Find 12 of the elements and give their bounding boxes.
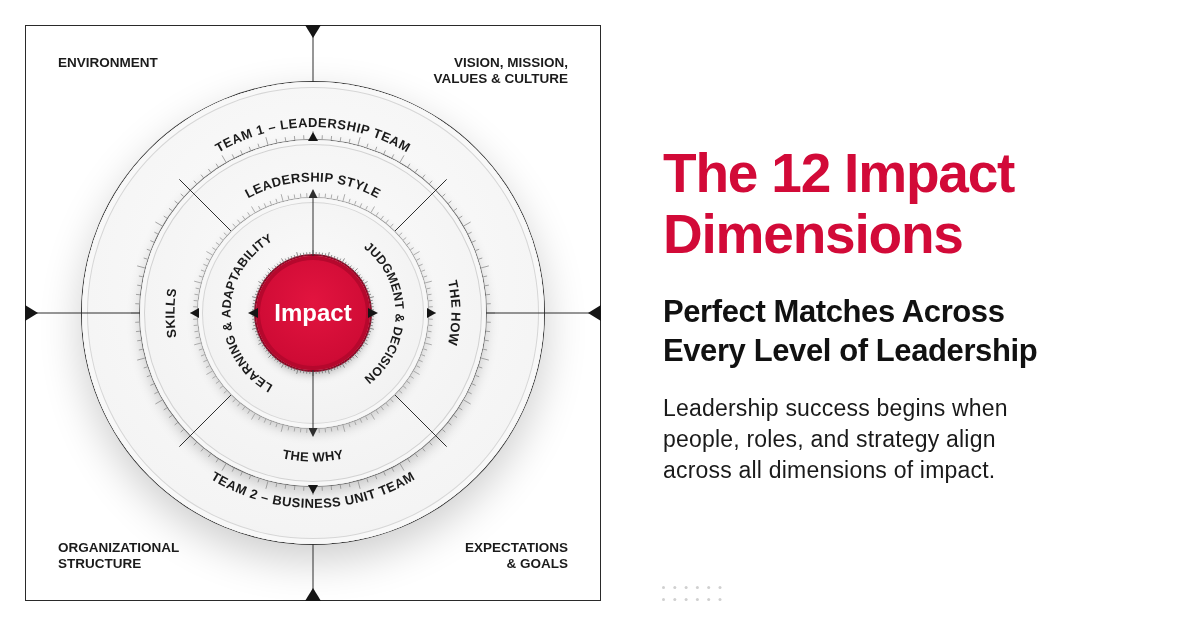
quadrant-label: VISION, MISSION, VALUES & CULTURE <box>432 55 568 87</box>
quadrant-label: ORGANIZATIONAL STRUCTURE <box>58 540 179 572</box>
diagram-frame <box>25 25 601 601</box>
body-text: Leadership success begins when people, roles, and strategy align across all dimensions of impact. <box>663 394 1009 485</box>
subtitle: Perfect Matches Across Every Level of Leadership <box>663 293 1039 370</box>
arrow <box>308 369 318 437</box>
title: The 12 Impact Dimensions <box>663 143 1016 265</box>
arrow <box>308 189 318 257</box>
quadrant-label: EXPECTATIONS & GOALS <box>465 540 568 572</box>
quadrant-label: ENVIRONMENT <box>58 55 158 71</box>
center-label: Impact <box>274 301 352 325</box>
dimension-label: THE WHY <box>281 446 345 465</box>
